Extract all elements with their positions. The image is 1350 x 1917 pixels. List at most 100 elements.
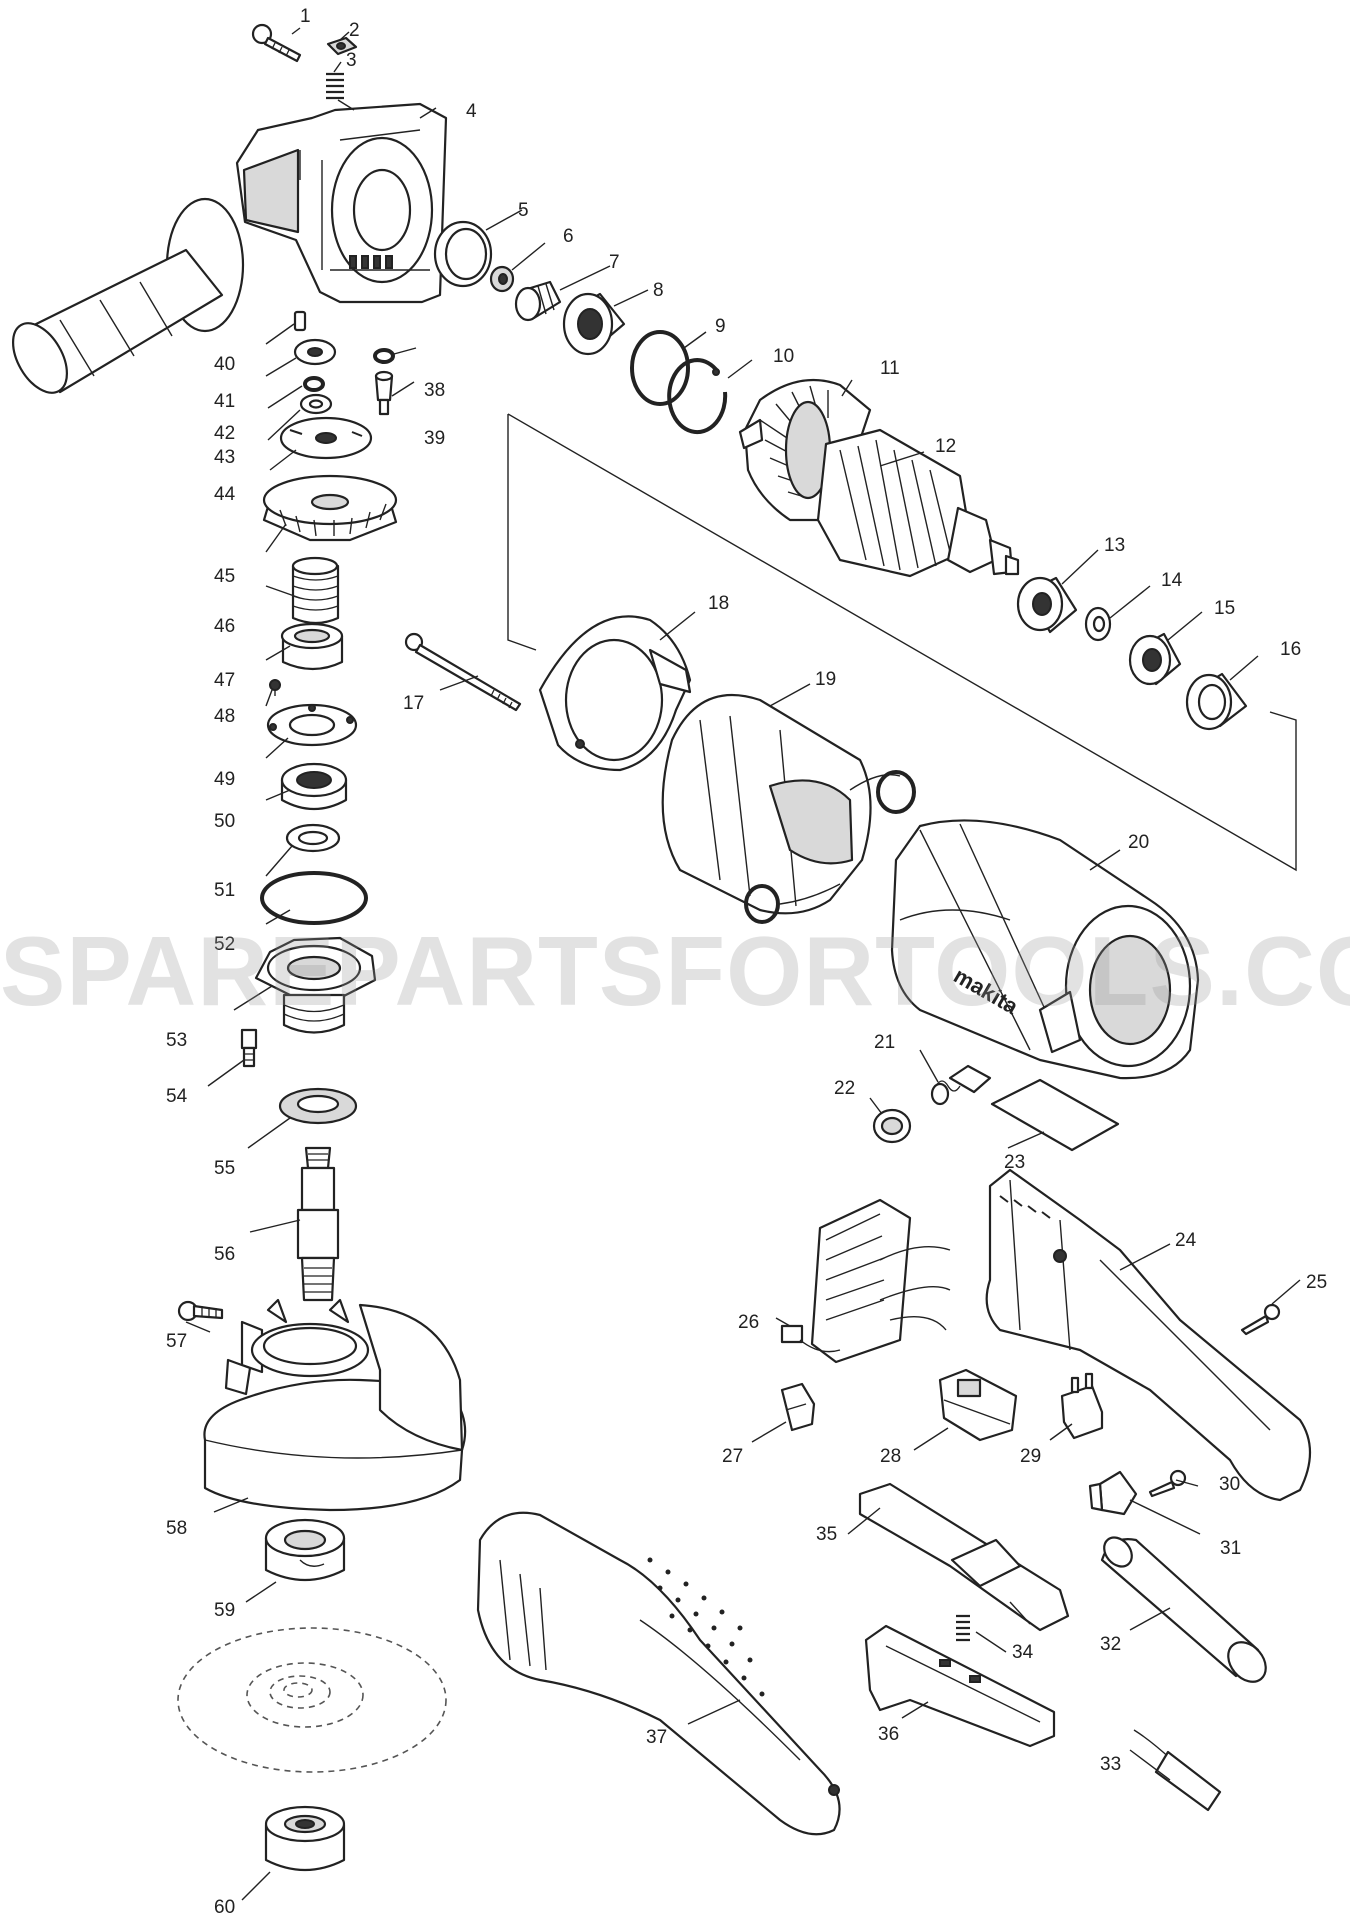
label-30: 30 — [1219, 1474, 1240, 1495]
label-26: 26 — [738, 1312, 759, 1333]
part-42-retaining-ring — [303, 376, 325, 392]
part-6-nut — [489, 265, 515, 293]
label-33: 33 — [1100, 1754, 1121, 1775]
assembly-bracket-line — [507, 413, 1297, 872]
part-21-carbon-brush — [930, 1064, 992, 1106]
part-46-spiral-bevel-gear — [291, 556, 340, 625]
label-9: 9 — [715, 316, 726, 337]
part-22-brush-holder-cap — [872, 1108, 912, 1144]
part-33-cord — [1133, 1729, 1222, 1812]
label-43: 43 — [214, 447, 235, 468]
part-13-bearing — [1016, 576, 1078, 634]
label-44: 44 — [214, 484, 236, 505]
label-40: 40 — [214, 354, 235, 375]
part-39-pin — [374, 370, 394, 416]
part-20-motor-housing: makita — [890, 819, 1200, 1080]
part-15-bearing — [1128, 632, 1182, 686]
label-52: 52 — [214, 934, 235, 955]
label-55: 55 — [214, 1158, 235, 1179]
label-18: 18 — [708, 593, 729, 614]
label-3: 3 — [346, 50, 357, 71]
part-58-wheel-guard — [203, 1298, 467, 1512]
label-34: 34 — [1012, 1642, 1034, 1663]
part-25-screw — [1240, 1303, 1281, 1336]
part-16-insulation-washer — [1185, 672, 1248, 731]
part-8-ball-bearing — [562, 292, 626, 356]
label-27: 27 — [722, 1446, 743, 1467]
part-60-lock-nut — [264, 1805, 346, 1872]
part-51-flat-washer — [285, 823, 341, 853]
part-30-screw — [1148, 1469, 1187, 1498]
label-37: 37 — [646, 1727, 667, 1748]
label-24: 24 — [1175, 1230, 1197, 1251]
label-25: 25 — [1306, 1272, 1327, 1293]
part-23-name-plate — [990, 1078, 1120, 1152]
label-22: 22 — [834, 1078, 855, 1099]
part-59-inner-flange — [264, 1518, 346, 1582]
label-6: 6 — [563, 226, 574, 247]
part-31-strain-relief — [1088, 1470, 1138, 1516]
label-17: 17 — [403, 693, 424, 714]
part-43-washer — [299, 393, 333, 415]
label-56: 56 — [214, 1244, 235, 1265]
part-37-front-handle — [476, 1511, 841, 1836]
label-38: 38 — [424, 380, 445, 401]
part-38-o-ring — [373, 348, 395, 364]
label-2: 2 — [349, 20, 360, 41]
label-31: 31 — [1220, 1538, 1241, 1559]
part-12-armature — [738, 418, 1020, 578]
label-15: 15 — [1214, 598, 1235, 619]
label-50: 50 — [214, 811, 235, 832]
label-4: 4 — [466, 101, 477, 122]
label-11: 11 — [880, 358, 900, 379]
part-57-screw — [177, 1300, 224, 1322]
label-23: 23 — [1004, 1152, 1025, 1173]
label-35: 35 — [816, 1524, 837, 1545]
part-55-labyrinth-ring — [278, 1087, 358, 1125]
label-5: 5 — [518, 200, 529, 221]
label-21: 21 — [874, 1032, 895, 1053]
part-52-o-ring — [260, 871, 368, 925]
part-49-bearing-retainer — [266, 703, 358, 747]
part-28-switch — [938, 1368, 1018, 1442]
part-50-ball-bearing — [280, 762, 348, 810]
label-58: 58 — [166, 1518, 187, 1539]
part-34-spring — [956, 1614, 970, 1642]
label-12: 12 — [935, 436, 956, 457]
part-17-through-bolt — [404, 632, 522, 712]
part-36-switch-lever-base — [864, 1624, 1056, 1748]
part-35-switch-lever — [858, 1482, 1070, 1632]
part-14-washer — [1084, 606, 1112, 642]
part-4-gear-housing — [235, 102, 448, 304]
part-40-pin — [293, 310, 307, 332]
part-26-controller — [780, 1198, 951, 1364]
label-49: 49 — [214, 769, 235, 790]
label-51: 51 — [214, 880, 235, 901]
part-24-handle-cover — [985, 1168, 1311, 1502]
label-48: 48 — [214, 706, 235, 727]
part-41-bearing — [293, 338, 337, 366]
part-32-cord-guard — [1100, 1536, 1267, 1683]
label-45: 45 — [214, 566, 235, 587]
label-14: 14 — [1161, 570, 1183, 591]
part-9-o-ring — [630, 330, 690, 406]
part-1-screw — [251, 23, 302, 63]
part-3-spring — [326, 72, 344, 100]
label-54: 54 — [166, 1086, 188, 1107]
part-7-pinion-gear — [514, 280, 562, 322]
label-46: 46 — [214, 616, 235, 637]
part-19-field — [661, 693, 916, 924]
label-39: 39 — [424, 428, 445, 449]
label-28: 28 — [880, 1446, 901, 1467]
leader-lines — [185, 27, 1301, 1901]
label-59: 59 — [214, 1600, 235, 1621]
part-44-stopper-plate — [279, 416, 373, 460]
label-36: 36 — [878, 1724, 899, 1745]
part-53-bearing-box — [254, 936, 377, 1034]
label-42: 42 — [214, 423, 235, 444]
label-32: 32 — [1100, 1634, 1121, 1655]
label-60: 60 — [214, 1897, 235, 1917]
part-5-ring — [433, 220, 493, 288]
part-48-screw — [269, 679, 281, 696]
